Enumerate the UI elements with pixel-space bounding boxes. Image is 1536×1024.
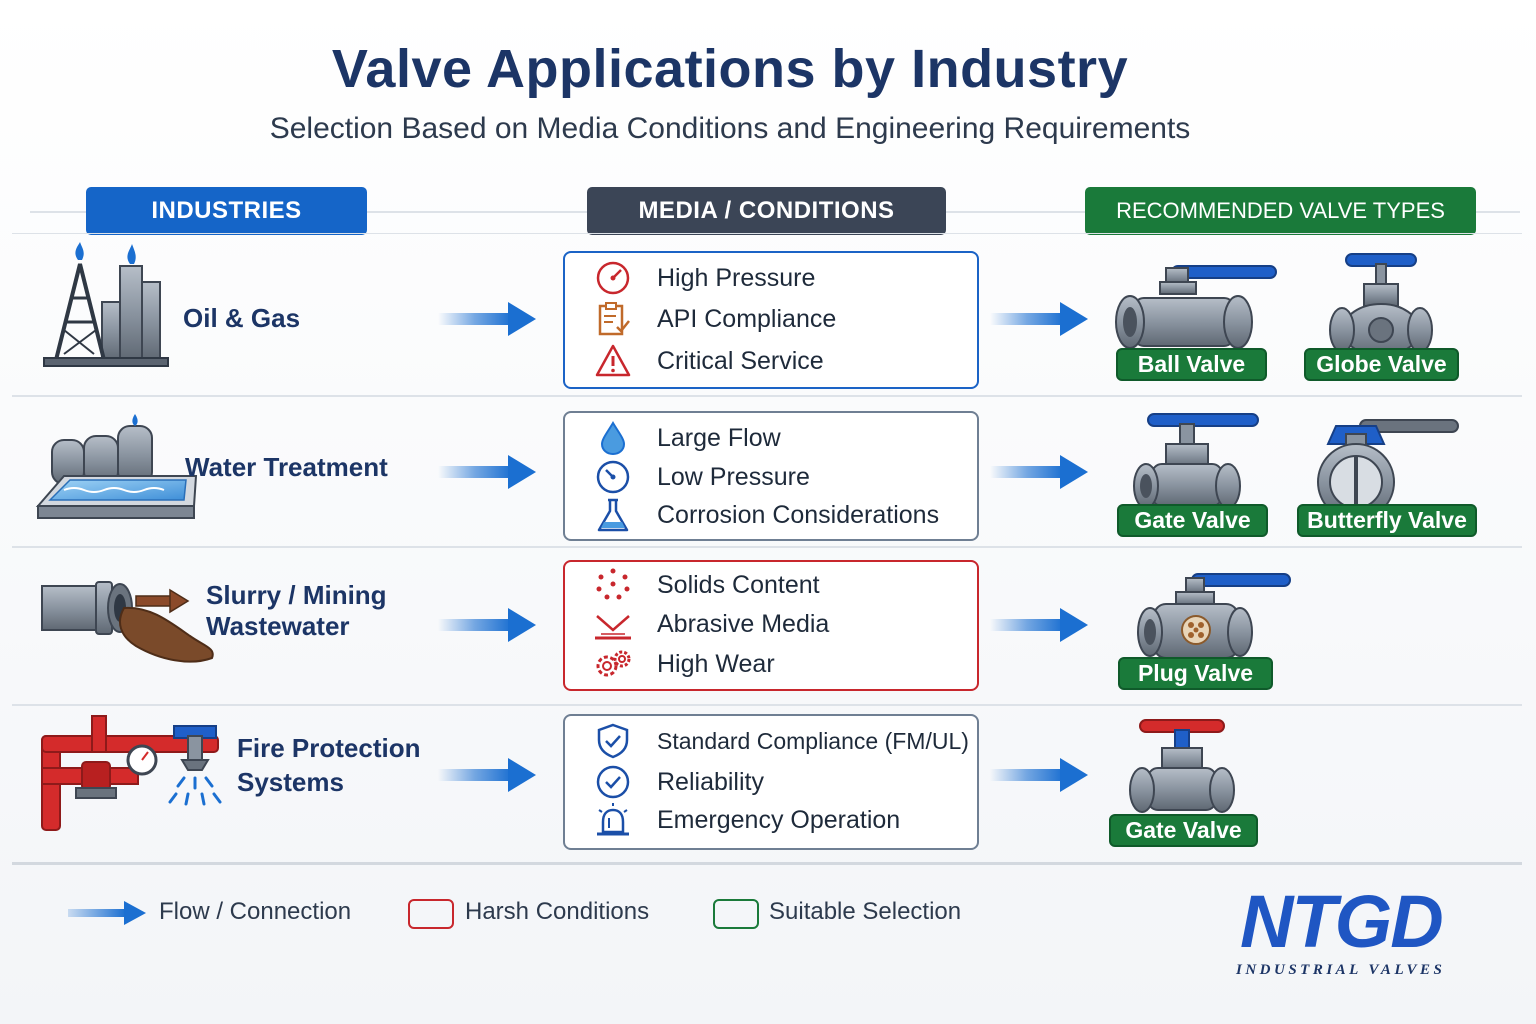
- gate-valve-icon: [1133, 413, 1259, 509]
- oil-rig-icon: [43, 242, 169, 367]
- media-conditions-box-harsh: Solids Content Abrasive Media High Wear: [563, 560, 979, 691]
- valve-badge: Ball Valve: [1116, 348, 1267, 381]
- condition-item: Standard Compliance (FM/UL): [593, 722, 969, 760]
- flow-arrow: [990, 608, 1088, 642]
- row-divider: [12, 546, 1522, 548]
- page-title: Valve Applications by Industry: [331, 39, 1129, 99]
- row-divider: [12, 233, 1522, 234]
- legend-suitable-label: Suitable Selection: [769, 898, 962, 925]
- water-plant-icon: [35, 414, 198, 519]
- media-conditions-box: Standard Compliance (FM/UL) Reliability …: [563, 714, 979, 850]
- fire-sprinkler-icon: [41, 715, 222, 831]
- pressure-gauge-icon: [593, 260, 633, 296]
- valve-badge: Plug Valve: [1118, 657, 1273, 690]
- valve-badge: Gate Valve: [1117, 504, 1268, 537]
- media-conditions-box: Large Flow Low Pressure Corrosion Consid…: [563, 411, 979, 541]
- legend-harsh-label: Harsh Conditions: [465, 898, 650, 925]
- check-circle-icon: [593, 764, 633, 800]
- flask-icon: [593, 497, 633, 533]
- row-divider: [12, 395, 1522, 397]
- plug-valve-icon: [1137, 573, 1291, 659]
- legend-flow-arrow-icon: [68, 901, 146, 925]
- industries-header: INDUSTRIES: [86, 187, 367, 235]
- flow-arrow: [438, 302, 536, 336]
- slurry-pipe-icon: [41, 581, 214, 663]
- ball-valve-icon: [1115, 265, 1277, 349]
- warning-icon: [593, 343, 633, 379]
- valves-header: RECOMMENDED VALVE TYPES: [1085, 187, 1476, 235]
- condition-item: Corrosion Considerations: [593, 496, 939, 534]
- company-logo: NTGD: [1240, 880, 1444, 963]
- flow-arrow: [990, 758, 1088, 792]
- condition-item: Low Pressure: [593, 458, 810, 496]
- condition-item: High Wear: [593, 645, 775, 683]
- condition-item: Critical Service: [593, 342, 824, 380]
- valve-badge: Globe Valve: [1304, 348, 1459, 381]
- condition-item: Solids Content: [593, 566, 820, 604]
- flow-arrow: [990, 302, 1088, 336]
- abrasion-icon: [593, 606, 633, 642]
- legend-suitable-swatch: [713, 899, 759, 929]
- shield-check-icon: [593, 723, 633, 759]
- flow-arrow: [438, 455, 536, 489]
- flow-arrow: [990, 455, 1088, 489]
- condition-item: Abrasive Media: [593, 605, 829, 643]
- water-drop-icon: [593, 420, 633, 456]
- globe-valve-icon: [1329, 253, 1433, 352]
- gauge-icon: [593, 459, 633, 495]
- condition-item: Large Flow: [593, 419, 781, 457]
- condition-item: Reliability: [593, 763, 764, 801]
- footer-divider: [12, 862, 1522, 865]
- media-conditions-box: High Pressure API Compliance Critical Se…: [563, 251, 979, 389]
- legend-flow-label: Flow / Connection: [159, 898, 352, 925]
- condition-item: API Compliance: [593, 300, 836, 338]
- gate-valve-icon: [1129, 719, 1235, 813]
- gears-icon: [593, 646, 633, 682]
- butterfly-valve-icon: [1317, 419, 1459, 514]
- valve-badge: Gate Valve: [1109, 814, 1258, 847]
- page-subtitle: Selection Based on Media Conditions and …: [269, 112, 1191, 145]
- particles-icon: [593, 567, 633, 603]
- valve-badge: Butterfly Valve: [1297, 504, 1477, 537]
- industry-label: Slurry / Mining Wastewater: [206, 580, 387, 641]
- flow-arrow: [438, 608, 536, 642]
- condition-item: Emergency Operation: [593, 801, 900, 839]
- company-logo-tagline: INDUSTRIAL VALVES: [1236, 962, 1446, 978]
- row-divider: [12, 704, 1522, 706]
- flow-arrow: [438, 758, 536, 792]
- legend-harsh-swatch: [408, 899, 454, 929]
- industry-label: Water Treatment: [185, 452, 388, 482]
- clipboard-check-icon: [593, 301, 633, 337]
- media-header: MEDIA / CONDITIONS: [587, 187, 946, 235]
- industry-label: Fire Protection Systems: [237, 733, 421, 797]
- alarm-light-icon: [593, 802, 633, 838]
- industry-label: Oil & Gas: [183, 303, 301, 333]
- condition-item: High Pressure: [593, 259, 815, 297]
